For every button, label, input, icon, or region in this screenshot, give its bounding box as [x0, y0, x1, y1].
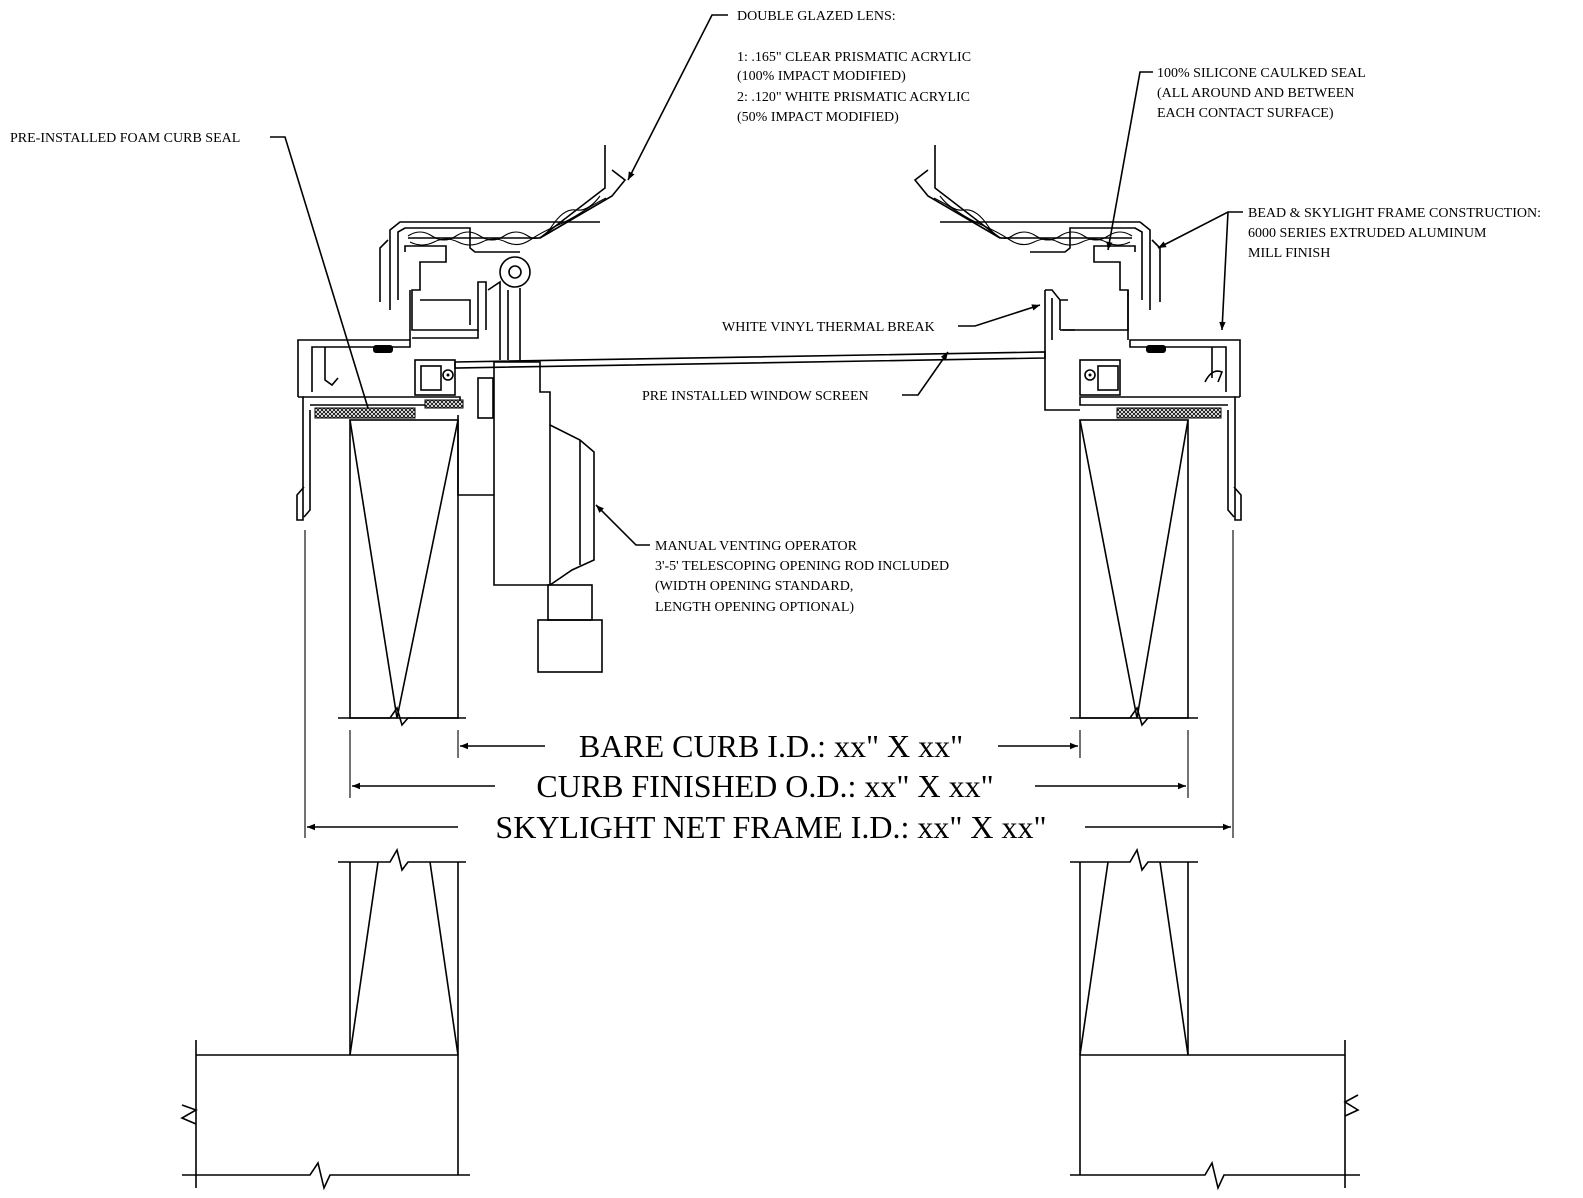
- callout-leaders: [270, 14, 1243, 546]
- operator-callout-line-2: 3'-5' TELESCOPING OPENING ROD INCLUDED: [655, 559, 949, 574]
- frame-callout-line-3: MILL FINISH: [1248, 246, 1330, 261]
- window-screen-callout: PRE INSTALLED WINDOW SCREEN: [642, 389, 869, 404]
- right-curb-lower: [1070, 847, 1360, 1191]
- foam-seal-callout: PRE-INSTALLED FOAM CURB SEAL: [10, 131, 240, 146]
- thermal-break-callout: WHITE VINYL THERMAL BREAK: [722, 320, 935, 335]
- operator-callout-line-1: MANUAL VENTING OPERATOR: [655, 539, 858, 554]
- lens-callout-line-1: DOUBLE GLAZED LENS:: [737, 9, 896, 24]
- lens-callout-line-6: (50% IMPACT MODIFIED): [737, 110, 899, 125]
- seal-callout-line-1: 100% SILICONE CAULKED SEAL: [1157, 66, 1366, 81]
- seal-callout-line-3: EACH CONTACT SURFACE): [1157, 106, 1334, 121]
- frame-callout-line-2: 6000 SERIES EXTRUDED ALUMINUM: [1248, 226, 1487, 241]
- operator-callout-line-4: LENGTH OPENING OPTIONAL): [655, 600, 854, 615]
- frame-callout-line-1: BEAD & SKYLIGHT FRAME CONSTRUCTION:: [1248, 206, 1541, 221]
- seal-callout-line-2: (ALL AROUND AND BETWEEN: [1157, 86, 1354, 101]
- net-frame-dimension: SKYLIGHT NET FRAME I.D.: xx" X xx": [495, 809, 1046, 845]
- venting-operator: [457, 361, 603, 673]
- lens-callout-line-3: 1: .165" CLEAR PRISMATIC ACRYLIC: [737, 50, 971, 65]
- operator-callout-line-3: (WIDTH OPENING STANDARD,: [655, 579, 853, 594]
- left-curb-lower: [180, 847, 470, 1191]
- curb-finished-dimension: CURB FINISHED O.D.: xx" X xx": [536, 768, 993, 804]
- dimension-lines: [304, 530, 1234, 838]
- left-curb-upper: [338, 419, 466, 727]
- lens-callout-line-5: 2: .120" WHITE PRISMATIC ACRYLIC: [737, 90, 970, 105]
- right-curb-upper: [1070, 419, 1198, 727]
- left-skylight-frame: [296, 145, 627, 521]
- bare-curb-dimension: BARE CURB I.D.: xx" X xx": [579, 728, 963, 764]
- window-screen: [454, 351, 1046, 369]
- right-skylight-frame: [913, 145, 1242, 521]
- lens-callout-line-4: (100% IMPACT MODIFIED): [737, 69, 906, 84]
